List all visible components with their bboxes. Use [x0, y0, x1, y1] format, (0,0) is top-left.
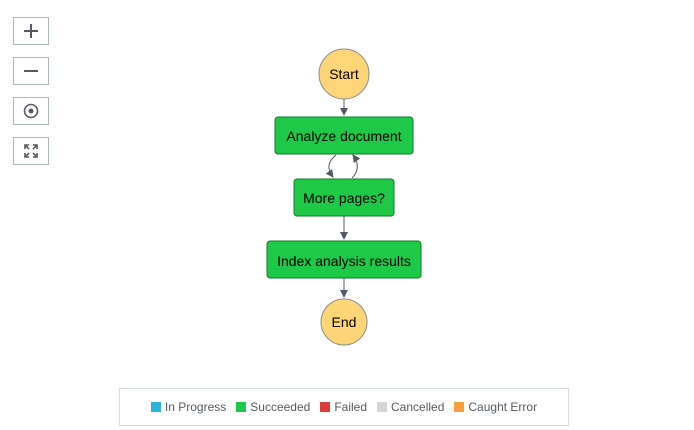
fit-graph-button[interactable] — [13, 137, 49, 165]
target-icon — [23, 103, 39, 119]
legend-label: Cancelled — [391, 400, 445, 414]
start-node[interactable]: Start — [318, 48, 370, 100]
legend-item-caught-error: Caught Error — [454, 400, 537, 414]
zoom-out-button[interactable] — [13, 57, 49, 85]
legend-item-failed: Failed — [320, 400, 367, 414]
legend-label: Succeeded — [250, 400, 311, 414]
minus-icon — [24, 70, 38, 72]
legend-swatch — [377, 402, 387, 412]
analyze-document-label: Analyze document — [286, 128, 401, 144]
legend-label: Caught Error — [468, 400, 538, 414]
legend-swatch — [236, 402, 247, 412]
status-legend: In Progress Succeeded Failed Cancelled C… — [119, 388, 569, 426]
analyze-document-node[interactable]: Analyze document — [274, 116, 414, 155]
end-node-label: End — [332, 314, 357, 330]
zoom-in-button[interactable] — [13, 17, 49, 45]
end-node[interactable]: End — [320, 298, 368, 346]
plus-icon — [24, 24, 38, 38]
legend-label: Failed — [334, 400, 367, 414]
edge-more-pages-to-analyze — [351, 154, 361, 179]
index-results-node[interactable]: Index analysis results — [266, 240, 422, 279]
legend-swatch — [150, 402, 161, 412]
start-node-label: Start — [329, 66, 359, 82]
index-results-label: Index analysis results — [277, 253, 411, 269]
legend-item-succeeded: Succeeded — [236, 400, 310, 414]
edge-analyze-to-more-pages — [325, 154, 337, 178]
legend-swatch — [454, 402, 465, 412]
legend-item-in-progress: In Progress — [150, 400, 227, 414]
legend-item-cancelled: Cancelled — [377, 400, 444, 414]
center-graph-button[interactable] — [13, 97, 49, 125]
expand-icon — [24, 144, 38, 158]
more-pages-node[interactable]: More pages? — [293, 178, 395, 217]
legend-label: In Progress — [164, 400, 227, 414]
graph-edges — [325, 99, 361, 298]
legend-swatch — [320, 402, 331, 412]
more-pages-label: More pages? — [303, 190, 385, 206]
state-machine-graph: Start Analyze document More pages? Index… — [266, 48, 422, 346]
